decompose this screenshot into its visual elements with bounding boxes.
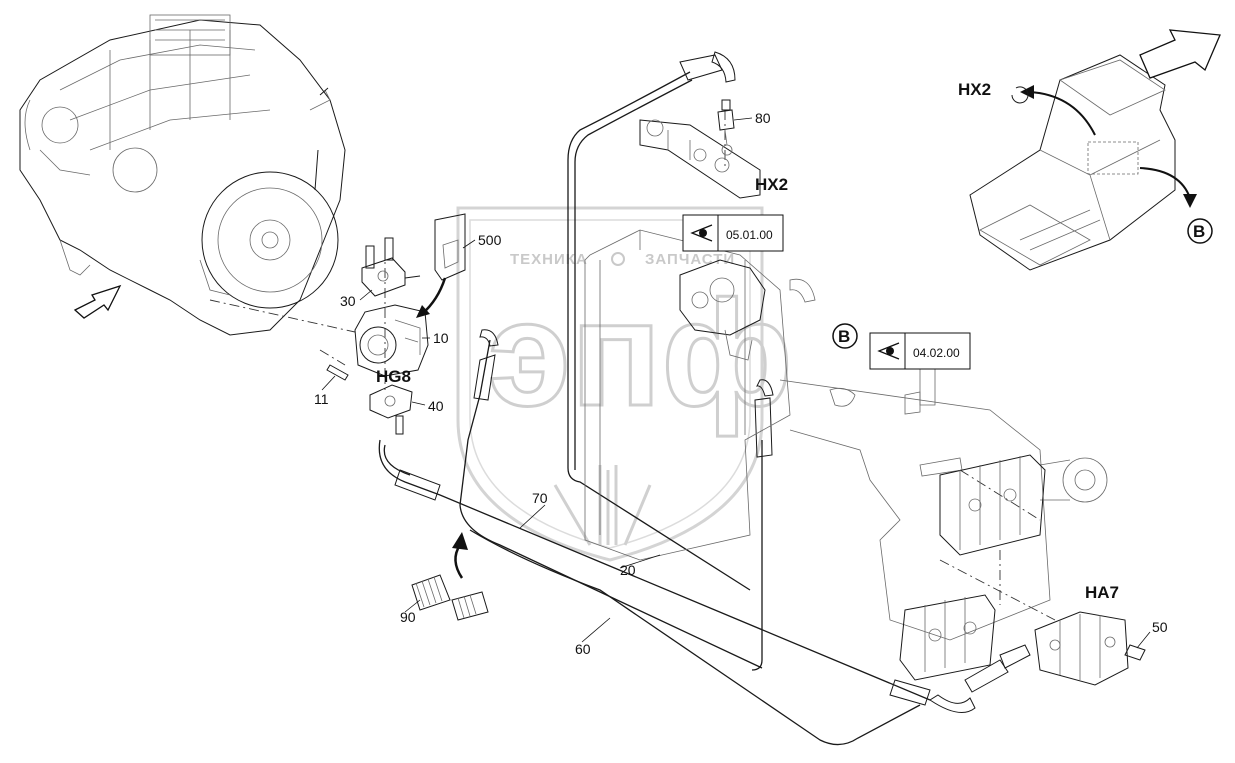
part-10-label: 10 [433,330,449,346]
code-hx2-main: HX2 [755,175,788,194]
part-50-label: 50 [1152,619,1168,635]
valve-hx2 [639,99,761,199]
part-70-label: 70 [532,490,548,506]
code-hx2-detail: HX2 [958,80,991,99]
part-500-label: 500 [478,232,502,248]
engine-drawing [19,14,346,336]
protective-sleeves [411,532,489,621]
leader-lines [321,117,1151,649]
hoses [378,51,1031,746]
circled-b-icon: B [832,323,858,349]
part-60-label: 60 [575,641,591,657]
callout-b-main: B [838,327,850,346]
view-ref-top: 05.01.00 [682,214,784,252]
watermark-text-left: ТЕХНИКА [510,251,588,268]
part-20-label: 20 [620,562,636,578]
watermark: ТЕХНИКА ЗАПЧАСТИ эпф [456,206,794,562]
watermark-text-right: ЗАПЧАСТИ [645,251,735,268]
part-80-label: 80 [755,110,771,126]
code-hg8: HG8 [376,367,411,386]
part-40-label: 40 [428,398,444,414]
valve-ha7 [1034,611,1146,686]
part-90-label: 90 [400,609,416,625]
circled-b-detail-icon: B [1187,218,1213,244]
part-11-label: 11 [314,391,329,407]
watermark-logo: эпф [488,269,793,437]
view-eye-icon [690,224,713,242]
code-ha7: HA7 [1085,583,1119,602]
part-30-label: 30 [340,293,356,309]
pump-hg8 [326,213,466,435]
view-ref-mid: 04.02.00 [869,332,971,370]
ref-code-mid: 04.02.00 [913,346,960,360]
gear-icon [611,252,625,266]
ref-code-top: 05.01.00 [726,228,773,242]
vehicle-overview [969,29,1221,271]
view-eye-icon [877,342,900,360]
watermark-wheat [553,465,652,546]
callout-b-detail: B [1193,222,1205,241]
direction-arrow-icon [73,284,122,319]
